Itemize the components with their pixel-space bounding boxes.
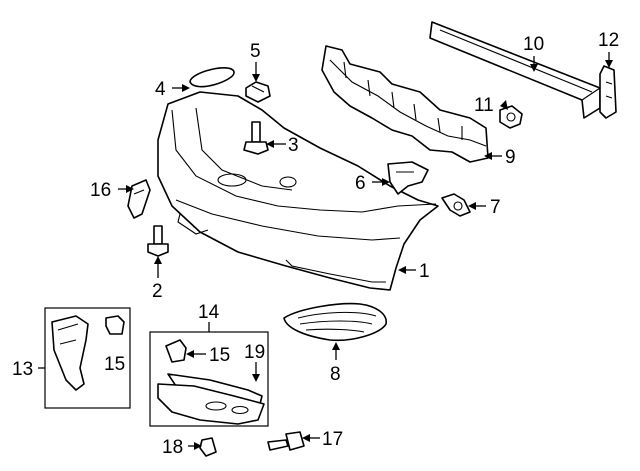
callout-10: 10 (523, 34, 544, 55)
kit-14-box (149, 331, 269, 427)
leader-15b (186, 350, 206, 358)
callout-17: 17 (322, 429, 343, 450)
callout-1: 1 (419, 261, 430, 282)
leader-7 (468, 202, 486, 210)
part-16-bracket[interactable] (127, 179, 151, 219)
part-11-nut[interactable] (499, 105, 523, 129)
leader-6 (372, 178, 390, 186)
part-1-bumper-cover[interactable] (157, 91, 439, 291)
leader-1 (398, 266, 416, 274)
part-3-bolt[interactable] (243, 121, 269, 155)
leader-8 (332, 342, 340, 360)
leader-18 (188, 442, 202, 450)
callout-16: 16 (90, 180, 111, 201)
callout-8: 8 (330, 364, 341, 385)
callout-15-box14: 15 (209, 345, 230, 366)
leader-10 (530, 56, 538, 72)
callout-15-box13: 15 (104, 354, 125, 375)
leader-11 (500, 100, 508, 110)
callout-9: 9 (505, 147, 516, 168)
leader-9 (484, 152, 502, 160)
part-7-screw[interactable] (441, 193, 471, 217)
callout-11: 11 (474, 95, 494, 116)
part-5-clip[interactable] (245, 81, 271, 103)
part-9-energy-absorber[interactable] (321, 45, 489, 163)
leader-2 (154, 256, 162, 278)
leader-3 (266, 140, 286, 148)
leader-5 (252, 62, 260, 82)
leader-4 (172, 84, 190, 92)
part-6-bracket[interactable] (387, 161, 429, 195)
part-10-reinforcement-beam[interactable] (429, 21, 601, 119)
part-8-grille[interactable] (283, 302, 387, 342)
leader-19 (252, 362, 260, 382)
part-2-bolt[interactable] (147, 225, 169, 257)
leader-16 (118, 185, 134, 193)
leader-17 (302, 434, 320, 442)
part-17-screw[interactable] (267, 431, 305, 451)
callout-13: 13 (12, 359, 33, 380)
part-12-side-bracket[interactable] (599, 65, 617, 119)
callout-4: 4 (155, 79, 166, 100)
leader-12 (605, 52, 613, 68)
callout-5: 5 (250, 41, 261, 62)
callout-18: 18 (162, 437, 183, 458)
callout-12: 12 (598, 30, 619, 51)
callout-3: 3 (288, 135, 299, 156)
callout-6: 6 (355, 173, 366, 194)
part-18-clip[interactable] (199, 437, 217, 457)
kit-13-box (44, 307, 131, 409)
callout-2: 2 (152, 281, 163, 302)
callout-14: 14 (198, 302, 220, 323)
callout-7: 7 (490, 197, 501, 218)
callout-19: 19 (244, 342, 265, 363)
part-4-reflector[interactable] (189, 67, 235, 88)
